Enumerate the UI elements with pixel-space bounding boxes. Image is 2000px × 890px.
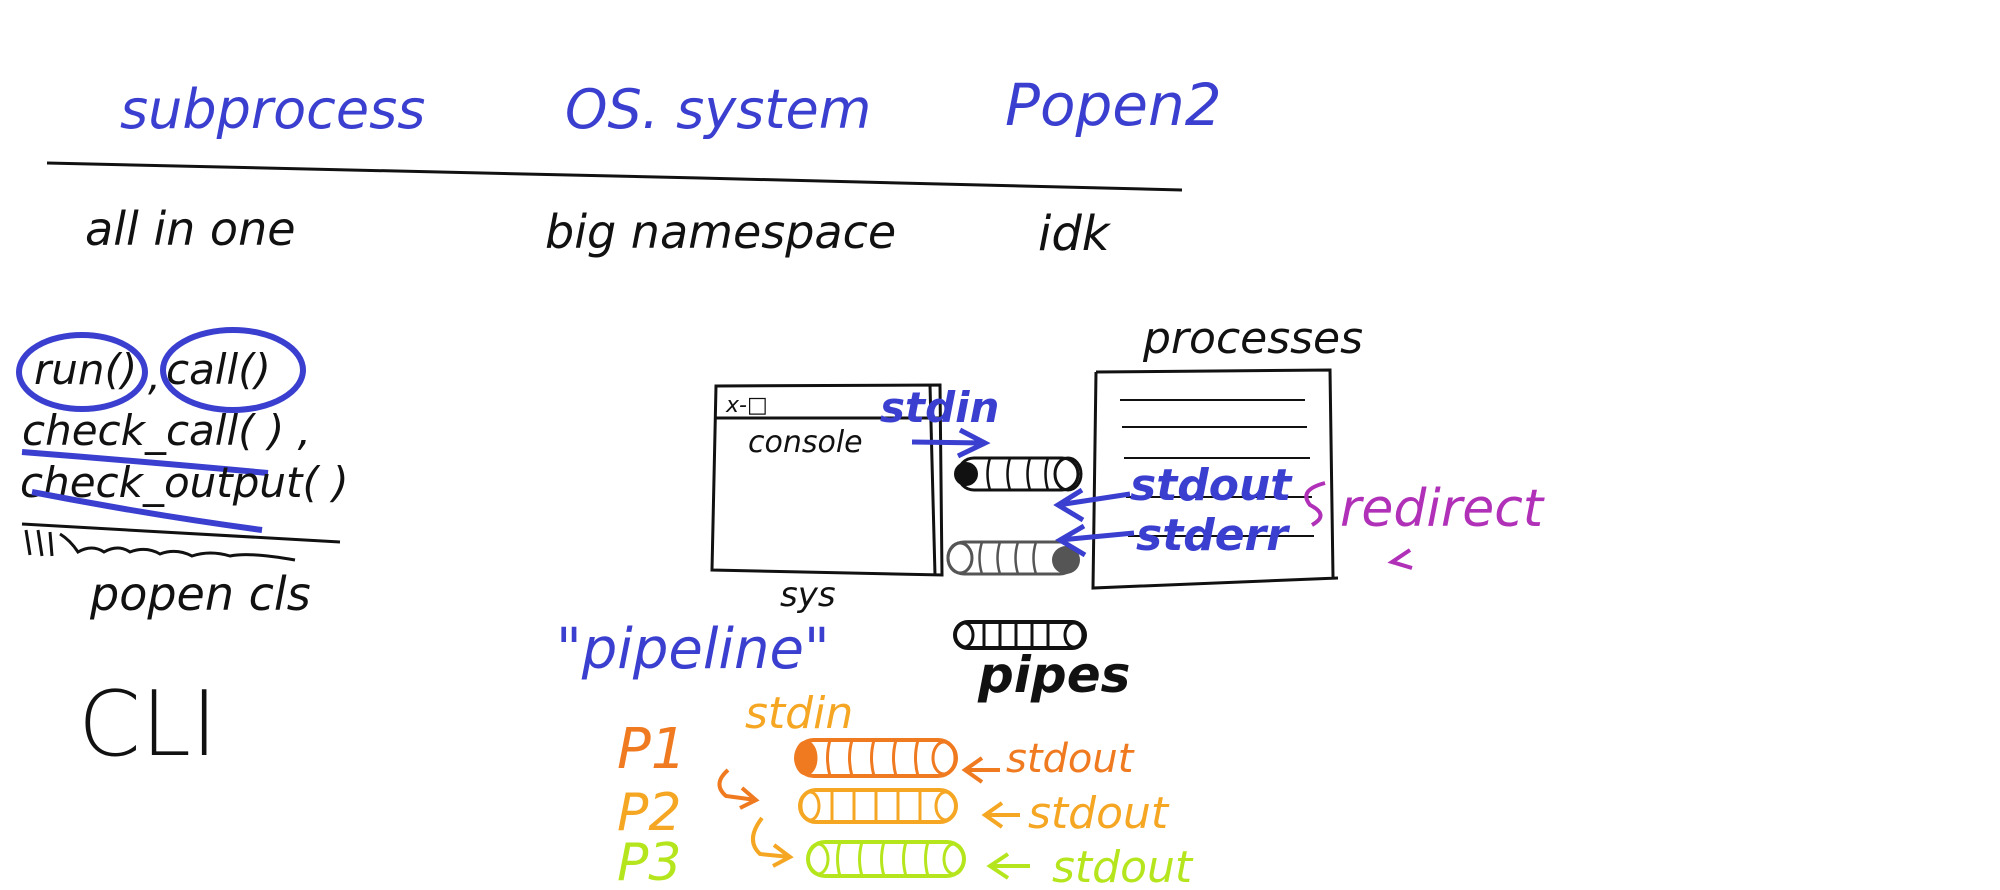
redirect-bracket [1304,481,1326,527]
desc-all-in-one: all in one [85,202,296,256]
check-call-underline [21,449,269,476]
func-popen-cls: popen cls [89,567,311,621]
list-divider-line [21,522,341,544]
pipeline-p1-label: P1 [617,717,686,782]
pipeline-stdout3-label: stdout [1052,842,1194,890]
pipeline-stdout1-arrow [961,756,1000,784]
pipeline-pipe-2 [798,788,958,824]
pipeline-stdout3-arrow [986,852,1030,880]
console-label: console [748,425,863,460]
scribbled-out-text [24,529,296,562]
stdin-label: stdin [880,383,999,432]
header-subprocess: subprocess [120,78,425,141]
stderr-arrow [1055,523,1135,558]
comparison-header: subprocess OS. system Popen2 [120,71,1222,141]
header-popen2: Popen2 [1005,71,1222,139]
pipes-label: pipes [977,646,1130,704]
console-right-edge [928,384,937,576]
run-circle-highlight [16,332,148,412]
redirect-small-arrow [1387,548,1413,570]
pipeline-p2-label: P2 [617,783,681,843]
processes-box: processes [1091,313,1363,590]
console-window: x-□ console sys [710,383,944,615]
console-caption-sys: sys [780,575,836,615]
pipeline-stdin-label: stdin [745,688,853,739]
pipe-legend-icon [953,620,1087,650]
header-os-system: OS. system [565,78,871,141]
stdin-pipe [954,456,1083,492]
processes-box-frame [1091,368,1339,590]
pipeline-stdout1-label: stdout [1006,736,1135,782]
func-run: run() [34,345,137,394]
func-check-call: check_call( ) , [22,406,311,455]
p1-to-p2-arrow [717,768,760,810]
pipeline-pipe-3 [806,840,966,878]
stderr-pipe [946,540,1080,576]
stderr-label: stderr [1136,510,1290,561]
call-circle-highlight [160,327,306,413]
pipeline-stdout2-arrow [981,801,1020,829]
console-window-controls: x-□ [725,393,768,418]
pipeline-pipe-1 [794,738,958,778]
processes-label: processes [1142,313,1363,364]
func-call: call() [166,345,271,394]
stdout-arrow [1053,487,1131,523]
p2-to-p3-arrow [751,816,794,868]
pipeline-title: "pipeline" [556,617,830,682]
function-list: run() , call() check_call( ) , check_out… [16,327,349,777]
check-output-underline [31,489,263,533]
cli-label: CLI [78,672,218,777]
desc-idk: idk [1038,206,1112,262]
comparison-descriptions: all in one big namespace idk [85,202,1112,262]
console-window-frame [710,383,944,577]
pipeline-stdout2-label: stdout [1028,788,1170,839]
redirect-label: redirect [1340,479,1545,539]
func-comma: , [148,354,161,400]
header-divider-line [46,161,1183,192]
stdin-arrow [911,427,991,459]
desc-big-namespace: big namespace [545,205,896,259]
stdout-label: stdout [1130,460,1293,511]
pipeline-p3-label: P3 [617,833,681,890]
process-list-lines [1120,399,1314,537]
